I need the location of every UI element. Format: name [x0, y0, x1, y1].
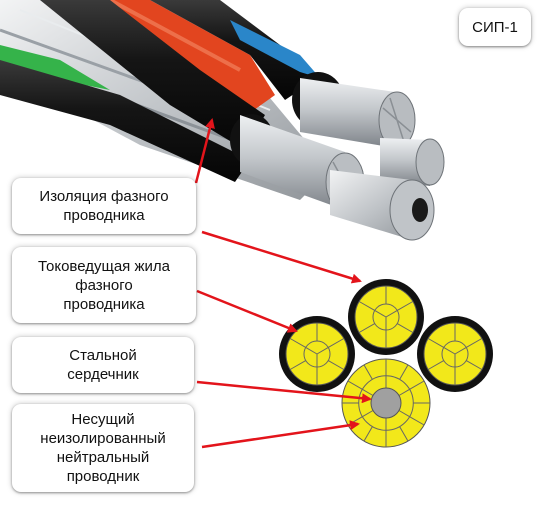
phase-right-conductor-strand-divider — [466, 360, 483, 370]
green-jacket — [0, 45, 110, 90]
arrow-insulation-up — [194, 118, 215, 184]
label-line: Стальной — [69, 347, 137, 364]
phase-right-conductor-strand-divider — [427, 338, 444, 348]
phase-left-conductor-strand-divider — [289, 338, 306, 348]
neutral-steel-core-end — [412, 198, 428, 222]
label-line: нейтральный — [56, 449, 150, 466]
phase-right-conductor-center-divider — [454, 347, 467, 355]
neutral-inner-strand-divider — [398, 410, 410, 418]
label-line: Несущий — [71, 411, 135, 428]
label-conductor: Токоведущая жила фазного проводника — [12, 247, 196, 323]
arrows — [194, 118, 372, 449]
phase-top-conductor-strand-divider — [397, 323, 414, 333]
phase-top-conductor-strand-divider — [358, 301, 375, 311]
label-line: проводника — [63, 207, 145, 224]
phase-right-conductor-strand-divider — [427, 360, 444, 370]
arrow-conductor — [196, 289, 298, 333]
phase-top-conductor-strand-divider — [397, 301, 414, 311]
label-line: проводник — [66, 468, 140, 485]
neutral-outer-strand-divider — [409, 416, 425, 426]
label-line: фазного — [75, 276, 133, 294]
label-line: сердечник — [67, 366, 139, 383]
neutral-outer-strand-divider — [409, 380, 425, 390]
phase-top-conductor-center-divider — [374, 310, 387, 318]
phase-right-conductor-center-divider — [443, 347, 456, 355]
cross-section — [279, 279, 493, 448]
neutral-inner-strand-divider — [362, 410, 374, 418]
phase-left-conductor-strand-divider — [289, 360, 306, 370]
arrow-steel-core — [196, 380, 372, 404]
label-steel-core: Стальной сердечник — [12, 337, 194, 393]
phase-top-conductor-strand-divider — [358, 323, 375, 333]
neutral-outer-strand-divider — [363, 364, 373, 380]
label-line: Изоляция фазного — [39, 188, 169, 205]
phase-right-conductor-strand-divider — [466, 338, 483, 348]
neutral-outer-strand-divider — [363, 426, 373, 442]
phase-left-conductor-center-divider — [316, 347, 329, 355]
label-line: проводника — [63, 295, 145, 313]
blue-jacket — [230, 20, 320, 78]
neutral-outer-strand-divider — [347, 380, 363, 390]
cable-type-badge: СИП-1 — [459, 8, 531, 46]
label-line: неизолированный — [40, 430, 166, 447]
steel-core — [370, 387, 402, 419]
label-phase-insulation: Изоляция фазного проводника — [12, 178, 196, 234]
phase-left-conductor-strand-divider — [328, 338, 345, 348]
neutral-outer-strand-divider — [399, 426, 409, 442]
arrow-neutral — [201, 420, 360, 449]
black-jacket-lower — [0, 60, 250, 182]
phase-left-conductor-center-divider — [305, 347, 318, 355]
neutral-inner-strand-divider — [398, 388, 410, 396]
cable-bundle — [0, 0, 445, 241]
arrow-insulation-section — [201, 230, 362, 284]
black-jacket-upper — [150, 0, 315, 100]
label-neutral: Несущий неизолированный нейтральный пров… — [12, 404, 194, 492]
black-jacket-mid — [40, 0, 265, 150]
label-line: Токоведущая жила — [38, 257, 170, 275]
neutral-outer-strand-divider — [399, 364, 409, 380]
phase-left-conductor-strand-divider — [328, 360, 345, 370]
phase-top-conductor-center-divider — [385, 310, 398, 318]
